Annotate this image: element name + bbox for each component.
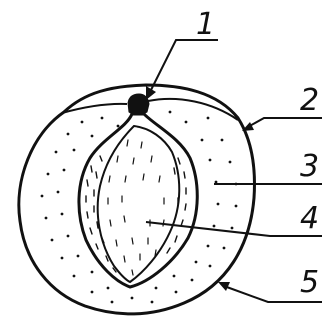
arrowhead-5 (218, 282, 230, 291)
arrowheads (146, 86, 254, 291)
stone-shell-hatching-left (85, 155, 117, 273)
stone-shell-hatching-right (166, 157, 187, 254)
cut-surface-line (61, 97, 239, 121)
leader-line-1 (149, 39, 218, 93)
leader-line-4 (145, 221, 322, 237)
label-1: 1 (196, 7, 215, 42)
label-4: 4 (300, 201, 319, 236)
arrowhead-1 (146, 86, 156, 100)
stalk (127, 93, 150, 116)
leader-line-2 (245, 117, 322, 129)
label-5: 5 (300, 265, 319, 300)
seed-outline (96, 124, 181, 284)
stone-outline (77, 112, 199, 289)
label-3: 3 (300, 149, 319, 184)
leader-line-5 (223, 285, 322, 303)
label-2: 2 (300, 83, 319, 118)
leader-lines (145, 39, 322, 303)
flesh-stipple (40, 110, 238, 304)
arrowhead-2 (242, 122, 254, 131)
